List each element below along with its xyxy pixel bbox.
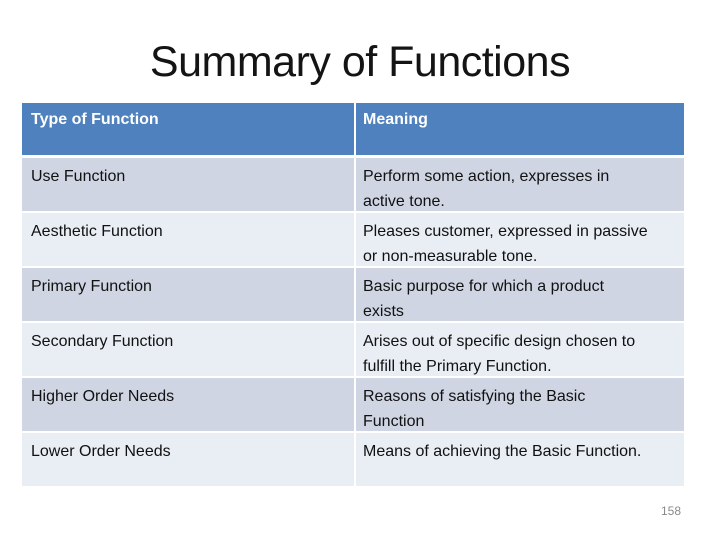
table-row: Use Function Perform some action, expres… xyxy=(22,158,684,211)
table-row: Aesthetic Function Pleases customer, exp… xyxy=(22,213,684,266)
column-header-meaning: Meaning xyxy=(356,103,684,155)
table-row: Secondary Function Arises out of specifi… xyxy=(22,323,684,376)
cell-function-meaning: Pleases customer, expressed in passive o… xyxy=(356,213,684,266)
cell-function-meaning: Arises out of specific design chosen to … xyxy=(356,323,684,376)
cell-function-type: Secondary Function xyxy=(22,323,354,376)
column-header-type: Type of Function xyxy=(22,103,354,155)
cell-function-meaning: Basic purpose for which a product exists xyxy=(356,268,684,321)
cell-function-meaning: Perform some action, expresses in active… xyxy=(356,158,684,211)
cell-function-type: Higher Order Needs xyxy=(22,378,354,431)
cell-function-type: Aesthetic Function xyxy=(22,213,354,266)
table-header-row: Type of Function Meaning xyxy=(22,103,684,155)
table-row: Higher Order Needs Reasons of satisfying… xyxy=(22,378,684,431)
table-row: Primary Function Basic purpose for which… xyxy=(22,268,684,321)
cell-function-type: Lower Order Needs xyxy=(22,433,354,486)
cell-function-type: Primary Function xyxy=(22,268,354,321)
slide-title: Summary of Functions xyxy=(149,38,571,86)
cell-function-meaning: Means of achieving the Basic Function. xyxy=(356,433,684,486)
cell-function-meaning: Reasons of satisfying the Basic Function xyxy=(356,378,684,431)
functions-table: Type of Function Meaning Use Function Pe… xyxy=(22,103,684,488)
table-row: Lower Order Needs Means of achieving the… xyxy=(22,433,684,486)
slide-number: 158 xyxy=(660,504,681,518)
cell-function-type: Use Function xyxy=(22,158,354,211)
